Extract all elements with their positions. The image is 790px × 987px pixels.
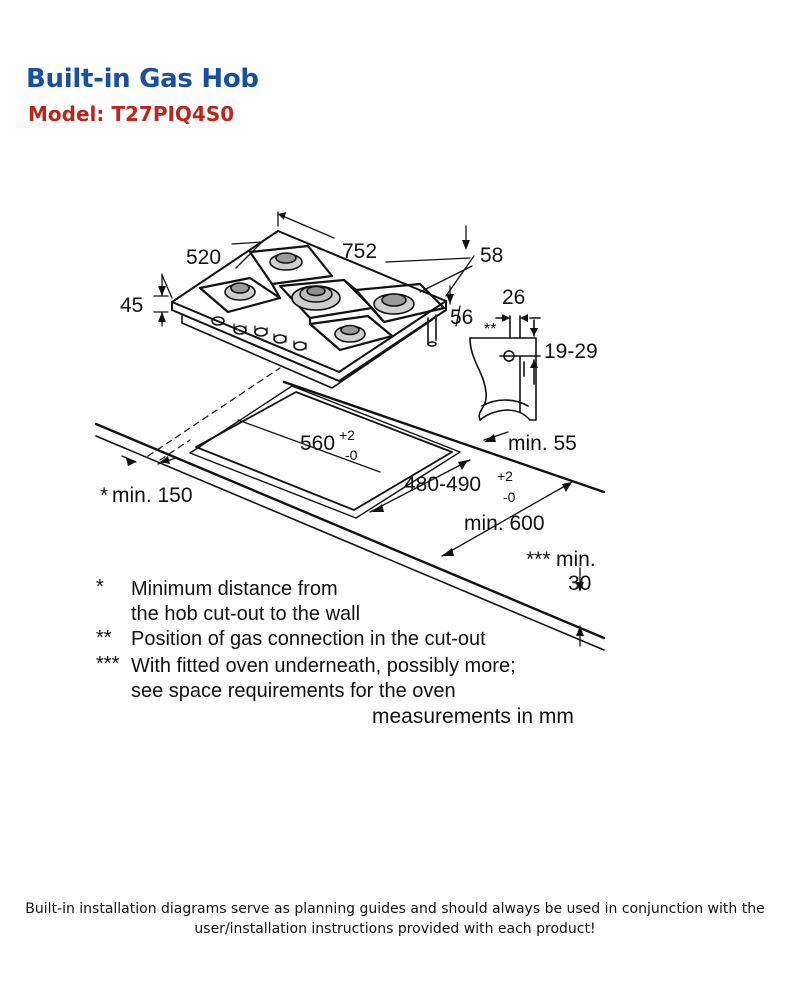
- note-1-marker: *: [96, 576, 104, 598]
- dim-gas-offset-y: 19-29: [544, 340, 598, 363]
- dim-cutout-width-tol-plus: +2: [339, 427, 355, 443]
- note-2: Position of gas connection in the cut-ou…: [131, 628, 486, 650]
- control-knobs: [211, 316, 307, 351]
- footer-line-1: Built-in installation diagrams serve as …: [25, 901, 765, 917]
- note-1: Minimum distance from the hob cut-out to…: [131, 577, 360, 627]
- hob-dimension-lines: [153, 211, 475, 327]
- note-1-line-1: Minimum distance from: [131, 578, 338, 600]
- hob-illustration: [171, 230, 447, 389]
- note-2-marker: **: [96, 627, 112, 649]
- note-3-marker: ***: [96, 653, 120, 675]
- page-title: Built-in Gas Hob: [26, 64, 259, 94]
- dim-height: 45: [120, 294, 143, 317]
- gas-marker: **: [484, 321, 496, 338]
- dim-gas-offset-x: 26: [502, 286, 525, 309]
- dim-min-back: min. 55: [508, 432, 577, 455]
- dim-cutout-width-tol-minus: -0: [345, 447, 358, 463]
- dim-top-offset: 58: [480, 244, 503, 267]
- note-3-line-1: With fitted oven underneath, possibly mo…: [131, 655, 516, 677]
- dim-cutout-depth-tol-minus: -0: [503, 489, 516, 505]
- dimension-labels: 752 520 45 58 56 26 ** 19-29 560 +2 -0 4…: [100, 240, 598, 595]
- note-1-line-2: the hob cut-out to the wall: [131, 603, 361, 625]
- dim-min-wall: min. 150: [112, 484, 193, 507]
- model-number: Model: T27PIQ4S0: [28, 102, 235, 126]
- wall-marker: *: [100, 484, 108, 507]
- worktop: [94, 380, 606, 651]
- dim-under-height: 56: [450, 306, 473, 329]
- dim-min-under-value: 30: [568, 572, 591, 595]
- units-note: measurements in mm: [372, 705, 574, 728]
- dim-cutout-depth: 480-490: [404, 473, 481, 496]
- hob-arrowheads: [158, 212, 470, 322]
- dim-min-front-depth: min. 600: [464, 512, 545, 535]
- wall-projection: [147, 367, 281, 461]
- note-3-line-2: see space requirements for the oven: [131, 680, 456, 702]
- cutout: [189, 385, 461, 519]
- dim-cutout-width: 560: [300, 432, 335, 455]
- dim-depth: 520: [186, 246, 221, 269]
- burners: [224, 252, 415, 343]
- dim-min-under-label: min.: [556, 548, 596, 571]
- dim-cutout-depth-tol-plus: +2: [497, 468, 513, 484]
- gas-connection-detail: [469, 315, 541, 421]
- note-3: With fitted oven underneath, possibly mo…: [131, 654, 516, 704]
- footer-line-2: user/installation instructions provided …: [194, 921, 596, 937]
- under-marker: ***: [526, 548, 551, 571]
- dim-width: 752: [342, 240, 377, 263]
- footer-disclaimer: Built-in installation diagrams serve as …: [20, 899, 770, 939]
- cutout-dimension-lines: [121, 419, 581, 647]
